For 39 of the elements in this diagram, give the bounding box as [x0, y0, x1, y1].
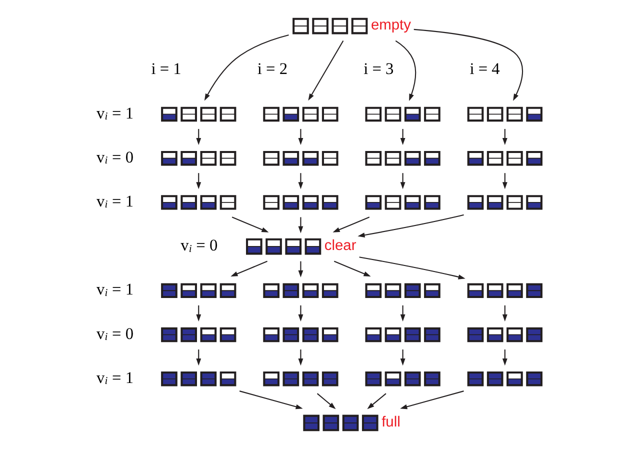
node-label: clear: [324, 238, 356, 254]
arrow: [196, 305, 201, 322]
arrow: [308, 40, 344, 101]
arrow: [357, 214, 464, 238]
arrow: [400, 390, 464, 410]
arrow: [196, 173, 201, 190]
arrow: [413, 28, 522, 101]
arrow: [400, 349, 405, 366]
arrow: [400, 305, 405, 322]
label: i = 3: [363, 59, 394, 78]
arrow: [316, 393, 336, 410]
arrow: [502, 305, 507, 322]
arrow: [394, 40, 416, 101]
arrow: [231, 216, 268, 232]
arrow: [332, 216, 370, 232]
arrow: [502, 128, 507, 146]
arrow: [502, 173, 507, 190]
arrow: [400, 173, 405, 190]
arrow: [298, 128, 303, 146]
node-label: full: [381, 414, 400, 431]
arrow: [196, 349, 201, 366]
arrow: [298, 217, 303, 234]
arrow: [298, 349, 303, 366]
arrow: [196, 128, 201, 146]
arrow: [230, 260, 267, 277]
arrow: [204, 34, 288, 101]
arrow: [298, 305, 303, 322]
arrow: [238, 390, 302, 410]
arrow: [298, 261, 303, 278]
arrow: [298, 173, 303, 190]
label: i = 2: [256, 59, 288, 78]
node-label: empty: [370, 18, 410, 34]
arrow: [358, 256, 465, 280]
label: i = 1: [150, 59, 181, 78]
arrow: [400, 128, 405, 146]
arrow: [366, 393, 386, 410]
label: i = 4: [469, 59, 500, 78]
arrow: [333, 260, 370, 277]
arrow: [502, 349, 507, 366]
